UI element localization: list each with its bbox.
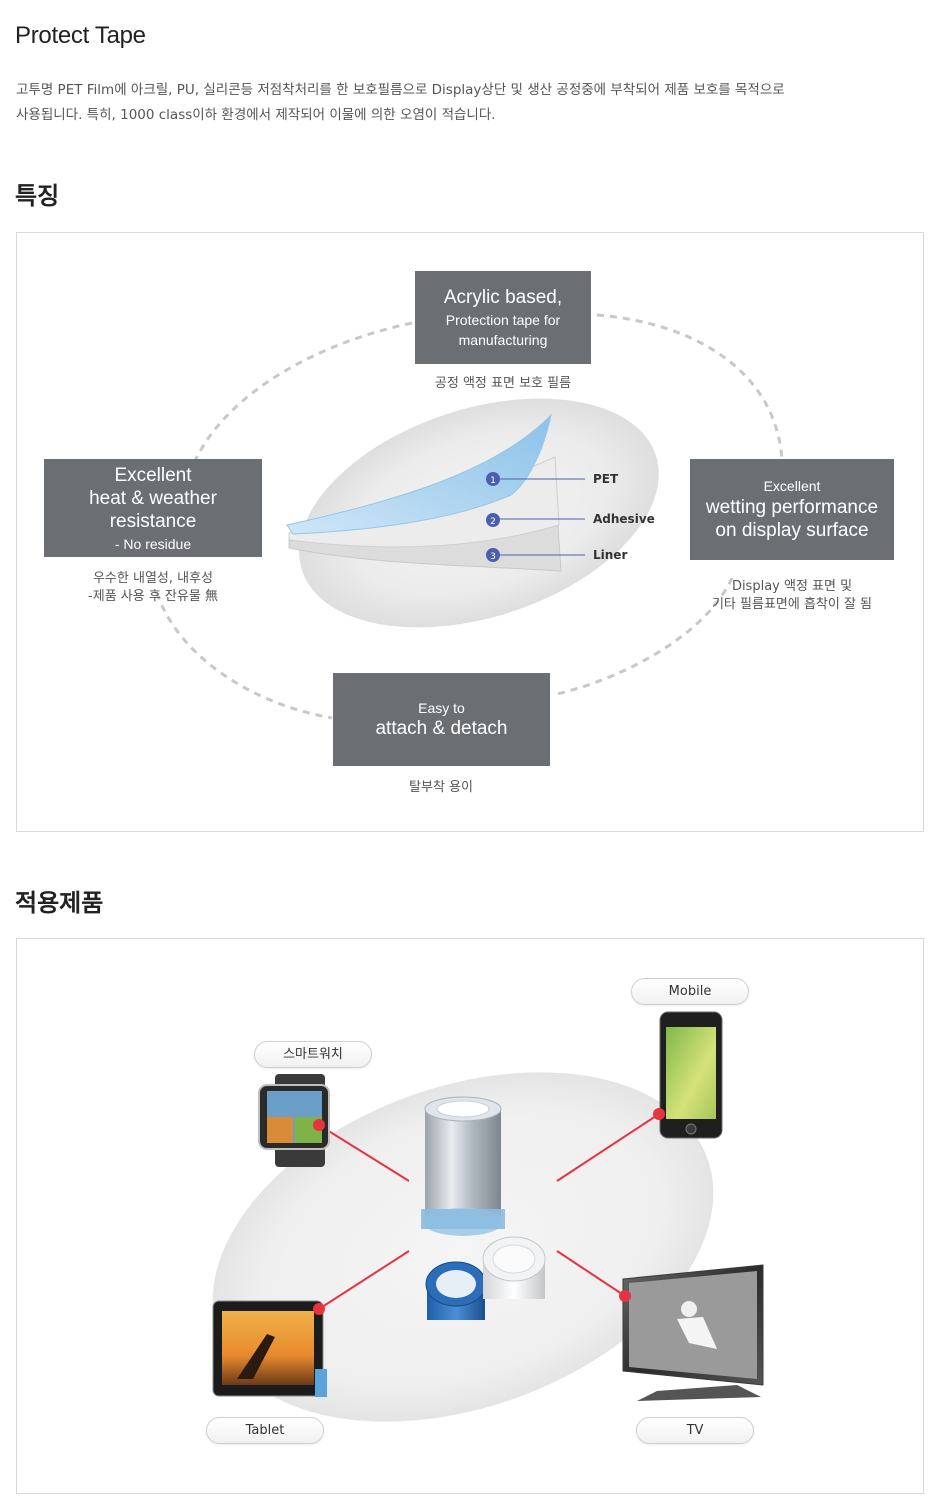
pet-layer <box>286 413 552 535</box>
product-label-tv: TV <box>636 1417 754 1444</box>
feature-box-acrylic: Acrylic based, Protection tape for manuf… <box>415 271 591 364</box>
layer-marker-2 <box>486 513 500 527</box>
product-label-mobile: Mobile <box>631 978 749 1005</box>
feature-line: attach & detach <box>375 717 508 739</box>
connector-watch <box>318 1124 410 1182</box>
feature-box-attach: Easy to attach & detach <box>333 673 550 766</box>
dot-tv <box>619 1290 631 1302</box>
layer-label-liner: Liner <box>593 548 627 562</box>
caption-line: 기타 필름표면에 흡착이 잘 됨 <box>711 597 873 612</box>
feature-line: Easy to <box>418 699 465 716</box>
feature-line: Excellent <box>114 465 192 486</box>
products-diagram <box>212 1011 764 1422</box>
products-panel: 스마트워치 Mobile Tablet TV <box>16 938 924 1494</box>
smartwatch-illustration <box>258 1074 330 1167</box>
page-description: 고투명 PET Film에 아크릴, PU, 실리콘등 저점착처리를 한 보호필… <box>16 78 896 128</box>
product-label-tablet: Tablet <box>206 1417 324 1444</box>
page-title: Protect Tape <box>15 22 146 49</box>
mobile-illustration <box>659 1011 723 1139</box>
caption-line: 우수한 내열성, 내후성 <box>92 571 214 586</box>
feature-line: Protection tape for <box>445 312 561 328</box>
products-heading: 적용제품 <box>15 889 104 917</box>
dot-watch <box>313 1119 325 1131</box>
layer-label-pet: PET <box>593 472 619 486</box>
connector-tablet <box>318 1250 410 1310</box>
tape-roll-illustration <box>421 1096 546 1320</box>
dashed-cycle-top-left <box>193 321 413 462</box>
layer-number-2: 2 <box>490 517 496 527</box>
feature-line: manufacturing <box>458 332 548 348</box>
layer-marker-3 <box>486 548 500 562</box>
connector-mobile <box>556 1113 660 1182</box>
layer-label-adhesive: Adhesive <box>593 512 655 526</box>
tablet-illustration <box>212 1300 327 1397</box>
dot-mobile <box>653 1108 665 1120</box>
caption-line: -제품 사용 후 잔유물 無 <box>88 589 218 604</box>
product-label-smartwatch: 스마트워치 <box>254 1041 372 1068</box>
feature-line: resistance <box>109 511 197 532</box>
feature-line: heat & weather <box>89 488 217 509</box>
connector-tv <box>556 1250 626 1297</box>
feature-line: Excellent <box>763 477 821 494</box>
layer-marker-1 <box>486 472 500 486</box>
layer-number-1: 1 <box>490 476 496 486</box>
layer-number-3: 3 <box>490 552 496 562</box>
features-diagram: 1 2 3 PET Adhesive Liner <box>155 313 784 720</box>
dot-tablet <box>313 1303 325 1315</box>
feature-caption-attach: 탈부착 용이 <box>409 780 473 795</box>
description-line: 사용됩니다. 특히, 1000 class이하 환경에서 제작되어 이물에 의한… <box>16 107 496 123</box>
feature-line: on display surface <box>715 519 869 541</box>
tv-illustration <box>622 1264 764 1401</box>
features-heading: 특징 <box>15 182 60 210</box>
feature-line: wetting performance <box>705 496 879 518</box>
feature-line: - No residue <box>114 536 192 552</box>
description-line: 고투명 PET Film에 아크릴, PU, 실리콘등 저점착처리를 한 보호필… <box>16 82 785 98</box>
feature-caption-wetting: Display 액정 표면 및 기타 필름표면에 흡착이 잘 됨 <box>682 578 902 614</box>
feature-caption-heat: 우수한 내열성, 내후성 -제품 사용 후 잔유물 無 <box>53 570 253 606</box>
feature-box-heat: Excellent heat & weather resistance - No… <box>44 459 262 557</box>
feature-box-wetting: Excellent wetting performance on display… <box>690 459 894 560</box>
dashed-cycle-top-right <box>596 313 784 462</box>
features-panel: 1 2 3 PET Adhesive Liner Acrylic based, … <box>16 232 924 832</box>
dashed-cycle-bottom-left <box>155 592 333 720</box>
feature-caption-acrylic: 공정 액정 표면 보호 필름 <box>434 376 572 391</box>
feature-line: Acrylic based, <box>443 287 563 308</box>
caption-line: Display 액정 표면 및 <box>731 579 853 594</box>
